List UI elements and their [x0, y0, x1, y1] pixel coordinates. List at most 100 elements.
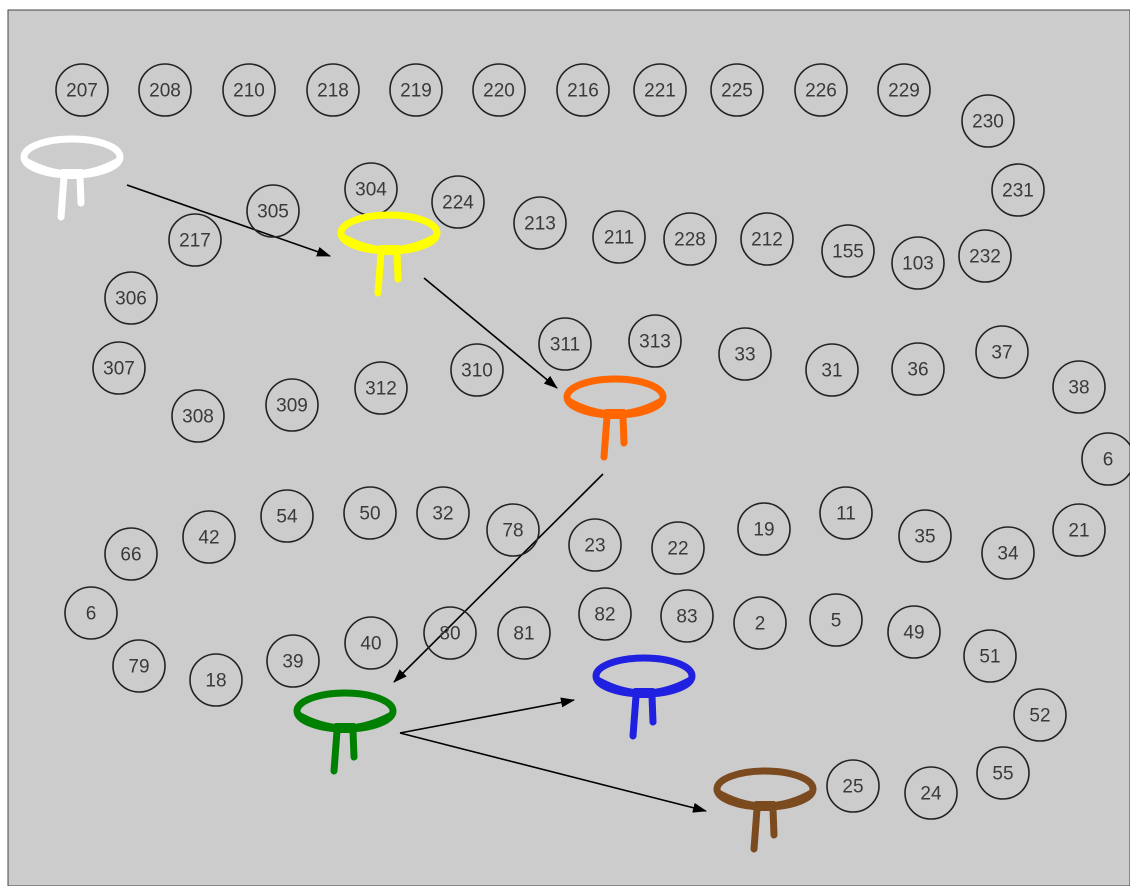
node-circle	[981, 526, 1035, 580]
node-label: 40	[360, 634, 381, 655]
node-circle	[189, 653, 243, 707]
node-label: 207	[66, 81, 98, 102]
node-circle	[260, 489, 314, 543]
node-78: 78	[486, 503, 540, 557]
node-label: 210	[233, 81, 265, 102]
white-belt-icon	[20, 135, 124, 221]
node-218: 218	[306, 63, 360, 117]
node-207: 207	[55, 63, 109, 117]
node-circle	[246, 184, 300, 238]
node-80: 80	[423, 606, 477, 660]
node-66: 66	[104, 527, 158, 581]
node-5: 5	[809, 593, 863, 647]
belts-layer	[20, 135, 817, 853]
node-228: 228	[663, 212, 717, 266]
node-82: 82	[578, 587, 632, 641]
node-circle	[556, 63, 610, 117]
node-circle	[710, 63, 764, 117]
node-circle	[1052, 503, 1106, 557]
node-circle	[592, 210, 646, 264]
node-220: 220	[472, 63, 526, 117]
node-circle	[991, 163, 1045, 217]
node-circle	[222, 63, 276, 117]
node-54: 54	[260, 489, 314, 543]
node-2: 2	[733, 596, 787, 650]
node-label: 52	[1029, 706, 1050, 727]
node-circle	[963, 629, 1017, 683]
node-label: 35	[914, 527, 935, 548]
node-35: 35	[898, 509, 952, 563]
node-label: 221	[644, 81, 676, 102]
node-label: 308	[182, 407, 214, 428]
node-circle	[92, 341, 146, 395]
node-label: 50	[359, 504, 380, 525]
node-label: 81	[513, 624, 534, 645]
node-circle	[809, 593, 863, 647]
node-circle	[568, 518, 622, 572]
node-label: 213	[524, 214, 556, 235]
yellow-belt-icon	[337, 211, 441, 297]
node-33: 33	[718, 327, 772, 381]
node-label: 220	[483, 81, 515, 102]
node-212: 212	[740, 212, 794, 266]
node-224: 224	[431, 175, 485, 229]
node-307: 307	[92, 341, 146, 395]
node-label: 82	[594, 605, 615, 626]
node-circle	[1052, 360, 1106, 414]
node-229: 229	[877, 63, 931, 117]
green-belt-icon	[293, 689, 397, 775]
node-circle	[472, 63, 526, 117]
node-label: 24	[920, 784, 942, 805]
node-label: 49	[903, 623, 924, 644]
node-label: 155	[832, 242, 864, 263]
node-circle	[976, 746, 1030, 800]
node-label: 225	[721, 81, 753, 102]
node-label: 219	[400, 81, 432, 102]
node-226: 226	[794, 63, 848, 117]
node-circle	[64, 586, 118, 640]
node-label: 212	[751, 230, 783, 251]
node-label: 25	[842, 777, 863, 798]
node-circle	[887, 605, 941, 659]
node-circle	[898, 509, 952, 563]
node-label: 66	[120, 545, 141, 566]
node-circle	[821, 224, 875, 278]
node-label: 310	[461, 361, 493, 382]
node-circle	[513, 196, 567, 250]
node-label: 39	[282, 652, 303, 673]
node-213: 213	[513, 196, 567, 250]
node-circle	[660, 589, 714, 643]
node-label: 103	[902, 254, 934, 275]
node-label: 31	[821, 361, 842, 382]
node-22: 22	[651, 521, 705, 575]
node-circle	[651, 521, 705, 575]
node-circle	[958, 229, 1012, 283]
node-211: 211	[592, 210, 646, 264]
node-circle	[877, 63, 931, 117]
node-circle	[497, 606, 551, 660]
node-label: 306	[115, 289, 147, 310]
node-51: 51	[963, 629, 1017, 683]
node-circle	[182, 510, 236, 564]
node-circle	[826, 759, 880, 813]
node-155: 155	[821, 224, 875, 278]
node-circle	[805, 343, 859, 397]
node-circle	[138, 63, 192, 117]
node-label: 36	[907, 360, 928, 381]
node-305: 305	[246, 184, 300, 238]
node-label: 230	[972, 112, 1004, 133]
node-6: 6	[1081, 432, 1130, 486]
node-306: 306	[104, 271, 158, 325]
node-circle	[112, 639, 166, 693]
node-label: 5	[831, 611, 842, 632]
arrow-white-belt-to-yellow-belt	[126, 184, 331, 257]
node-label: 305	[257, 202, 289, 223]
orange-belt-icon	[563, 375, 667, 461]
node-circle	[819, 486, 873, 540]
node-label: 313	[639, 332, 671, 353]
node-18: 18	[189, 653, 243, 707]
node-221: 221	[633, 63, 687, 117]
node-21: 21	[1052, 503, 1106, 557]
